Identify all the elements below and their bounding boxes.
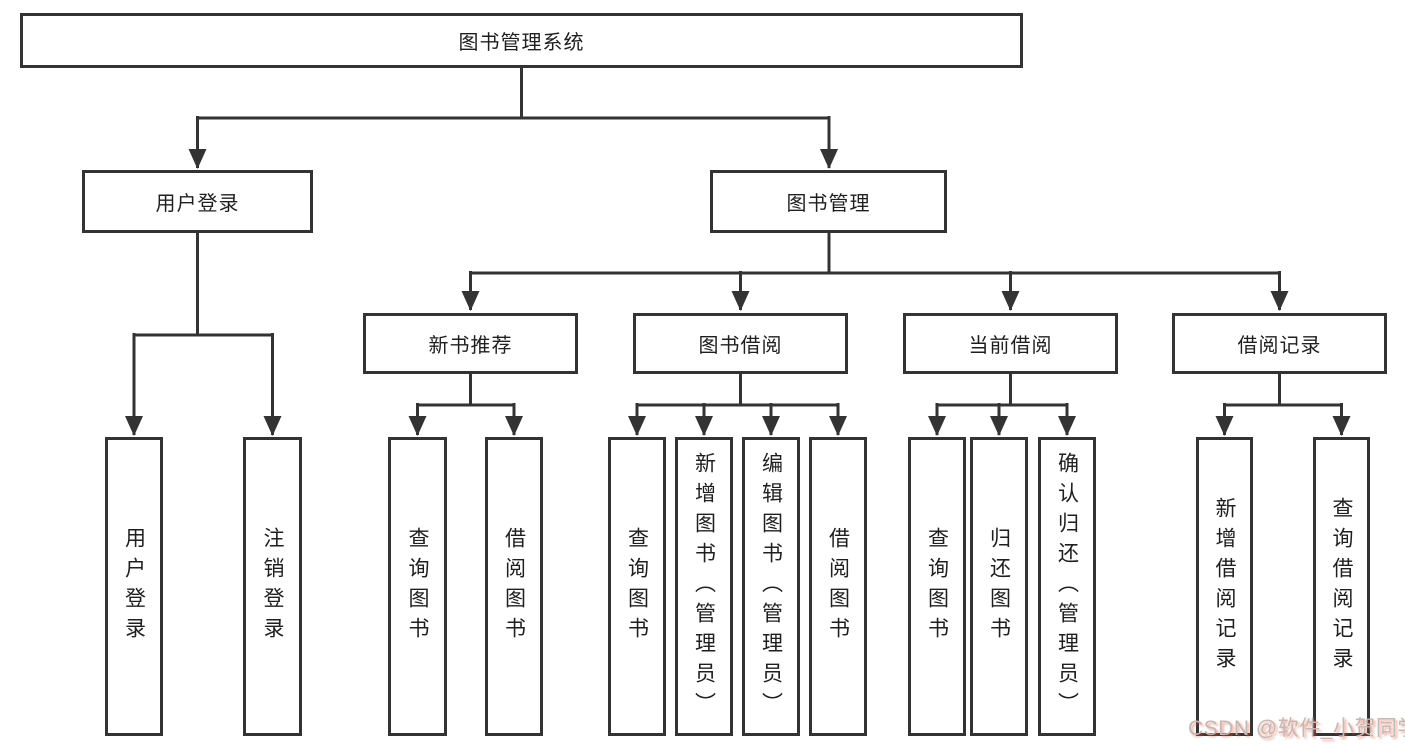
connector-newbook-branch	[417, 374, 514, 407]
node-label: 借阅记录	[1237, 335, 1322, 357]
leaf-label: 查询借阅记录	[1330, 496, 1353, 677]
leaf-newbook-borrow-books: 借阅图书	[485, 437, 543, 736]
connector-mgmt-branch	[470, 233, 1280, 275]
leaf-borrow-query-books: 查询图书	[608, 437, 666, 736]
leaf-label: 归还图书	[987, 526, 1011, 647]
leaf-user-login: 用户登录	[105, 437, 163, 736]
node-label: 图书管理	[786, 193, 871, 215]
leaf-current-query-books: 查询图书	[908, 437, 966, 736]
leaf-label: 新增借阅记录	[1213, 496, 1236, 677]
leaf-record-add-borrow-record: 新增借阅记录	[1196, 437, 1253, 736]
leaf-label: 借阅图书	[502, 526, 526, 647]
leaf-current-confirm-return-admin: 确认归还（管理员）	[1038, 437, 1096, 736]
leaf-label: 用户登录	[122, 526, 146, 647]
leaf-logout: 注销登录	[243, 437, 302, 736]
node-borrow-record: 借阅记录	[1172, 313, 1387, 374]
leaf-borrow-edit-books-admin: 编辑图书（管理员）	[742, 437, 800, 736]
leaf-label: 查询图书	[406, 526, 429, 647]
connector-borrow-branch	[637, 374, 838, 407]
leaf-label: 查询图书	[625, 526, 649, 647]
csdn-watermark: CSDN @软件_小贺同学	[1188, 717, 1405, 740]
leaf-borrow-add-books-admin: 新增图书（管理员）	[675, 437, 733, 736]
node-book-borrow: 图书借阅	[633, 313, 848, 374]
node-current-borrow: 当前借阅	[903, 313, 1118, 374]
node-label: 新书推荐	[428, 335, 513, 357]
node-book-management: 图书管理	[710, 170, 947, 233]
leaf-label: 查询图书	[925, 526, 949, 647]
node-label: 当前借阅	[968, 335, 1053, 357]
leaf-label: 编辑图书（管理员）	[759, 451, 783, 722]
node-label: 图书管理系统	[458, 32, 585, 54]
leaf-label: 注销登录	[261, 526, 284, 647]
connector-login-branch	[134, 233, 273, 337]
node-label: 图书借阅	[698, 335, 783, 357]
connector-current-branch	[937, 374, 1067, 407]
leaf-current-return-books: 归还图书	[970, 437, 1028, 736]
node-label: 用户登录	[155, 193, 240, 215]
node-root-library-system: 图书管理系统	[20, 13, 1023, 68]
leaf-newbook-query-books: 查询图书	[388, 437, 447, 736]
connector-record-branch	[1224, 374, 1342, 407]
leaf-record-query-borrow-record: 查询借阅记录	[1313, 437, 1370, 736]
node-new-book-recommend: 新书推荐	[363, 313, 578, 374]
leaf-label: 新增图书（管理员）	[692, 451, 716, 722]
leaf-borrow-borrow-books: 借阅图书	[809, 437, 867, 736]
leaf-label: 确认归还（管理员）	[1055, 451, 1079, 722]
connector-root-to-level1	[197, 68, 829, 120]
leaf-label: 借阅图书	[826, 526, 850, 647]
node-user-login: 用户登录	[82, 170, 313, 233]
